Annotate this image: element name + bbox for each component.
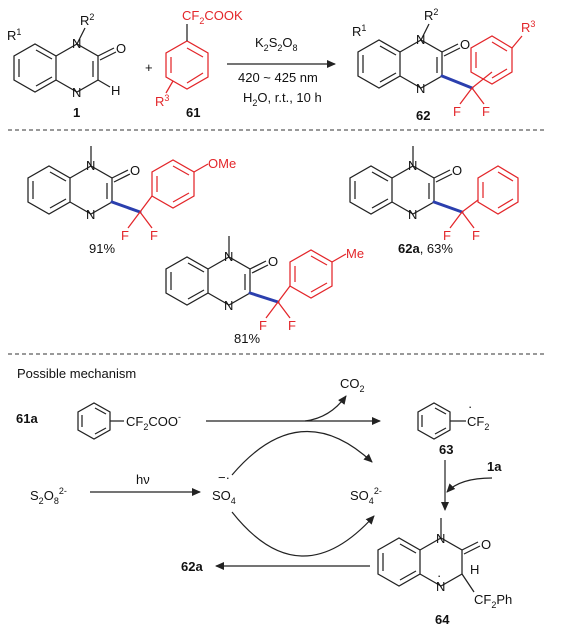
ex1-f2: F (150, 228, 158, 243)
ex2-o: O (452, 163, 462, 178)
r2-label: R2 (80, 12, 94, 28)
int64-n1: N (436, 531, 445, 546)
carbonyl-o: O (116, 41, 126, 56)
cf2ph-group: CF2Ph (474, 592, 512, 610)
me-group: Me (346, 246, 364, 261)
yield-me: 81% (234, 331, 260, 346)
fluorine-1: F (453, 104, 461, 119)
r3-label-product: R3 (521, 19, 535, 35)
label-1a: 1a (487, 459, 502, 474)
cf2-radical-dot: · (468, 399, 472, 414)
int64-h: H (470, 562, 479, 577)
co2-label: CO2 (340, 376, 365, 394)
benzene-61a (77, 402, 124, 440)
example-ome-product (27, 146, 209, 229)
int64-n4: N (436, 579, 445, 594)
yield-ome: 91% (89, 241, 115, 256)
ex2-f2: F (472, 228, 480, 243)
n1-atom: N (72, 36, 81, 51)
example-me-product (165, 236, 347, 319)
ex3-f2: F (288, 318, 296, 333)
ex1-o: O (130, 163, 140, 178)
hv-label: hν (136, 472, 150, 487)
ex2-n4: N (408, 207, 417, 222)
ex3-f1: F (259, 318, 267, 333)
persulfate-anion: S2O82- (30, 486, 67, 506)
ex2-f1: F (443, 228, 451, 243)
r3-label-reactant: R3 (155, 93, 169, 109)
difluorobenzyl-radical-63 (417, 402, 466, 440)
int64-o: O (481, 537, 491, 552)
r1-label-product: R1 (352, 23, 366, 39)
sulfate-dianion: SO42- (350, 486, 382, 506)
ex3-n4: N (224, 298, 233, 313)
label-63: 63 (439, 442, 453, 457)
int64-radical-dot: · (437, 568, 441, 583)
r2-label-product: R2 (424, 7, 438, 23)
sulfate-radical-mark: −· (218, 470, 230, 485)
aryldifluoroacetate-61 (165, 24, 209, 94)
radical-intermediate-64 (377, 518, 481, 593)
mechanism-title: Possible mechanism (17, 366, 136, 381)
substrate-1a-arrow (446, 477, 493, 493)
wavelength-condition: 420 ~ 425 nm (238, 70, 318, 85)
n4-atom-product: N (416, 81, 425, 96)
sulfate-radical: SO4 (212, 488, 236, 506)
ex3-o: O (268, 254, 278, 269)
plus-sign: + (145, 60, 153, 75)
compound-61-label: 61 (186, 105, 200, 120)
oxidation-cycle-lower-arrow (231, 511, 375, 557)
oxidation-cycle-upper-arrow (231, 430, 373, 476)
fluorine-2: F (482, 104, 490, 119)
ex1-f1: F (121, 228, 129, 243)
reagent-k2s2o8: K2S2O8 (255, 35, 298, 53)
yield-62a: 62a, 63% (398, 241, 453, 256)
product-62 (357, 23, 523, 105)
solvent-condition: H2O, r.t., 10 h (243, 90, 322, 108)
example-62a-product (349, 146, 519, 229)
label-62a: 62a (181, 559, 203, 574)
label-61a: 61a (16, 411, 38, 426)
carbonyl-o-product: O (460, 37, 470, 52)
co2-release-arrow (304, 395, 347, 422)
c3-h-atom: H (111, 83, 120, 98)
label-64: 64 (435, 612, 450, 627)
cf2-radical: CF2 (467, 414, 489, 432)
ome-group: OMe (208, 156, 236, 171)
n1-atom-product: N (416, 32, 425, 47)
ex1-n4: N (86, 207, 95, 222)
cf2coo-anion: CF2COO- (126, 412, 181, 432)
n4-atom: N (72, 85, 81, 100)
ex1-n1: N (86, 158, 95, 173)
compound-1-label: 1 (73, 105, 80, 120)
compound-62-label: 62 (416, 108, 430, 123)
ex3-n1: N (224, 249, 233, 264)
ex2-n1: N (408, 158, 417, 173)
r1-label: R1 (7, 27, 21, 43)
cf2cook-group: CF2COOK (182, 8, 243, 26)
starting-quinoxalinone-1 (13, 27, 117, 93)
